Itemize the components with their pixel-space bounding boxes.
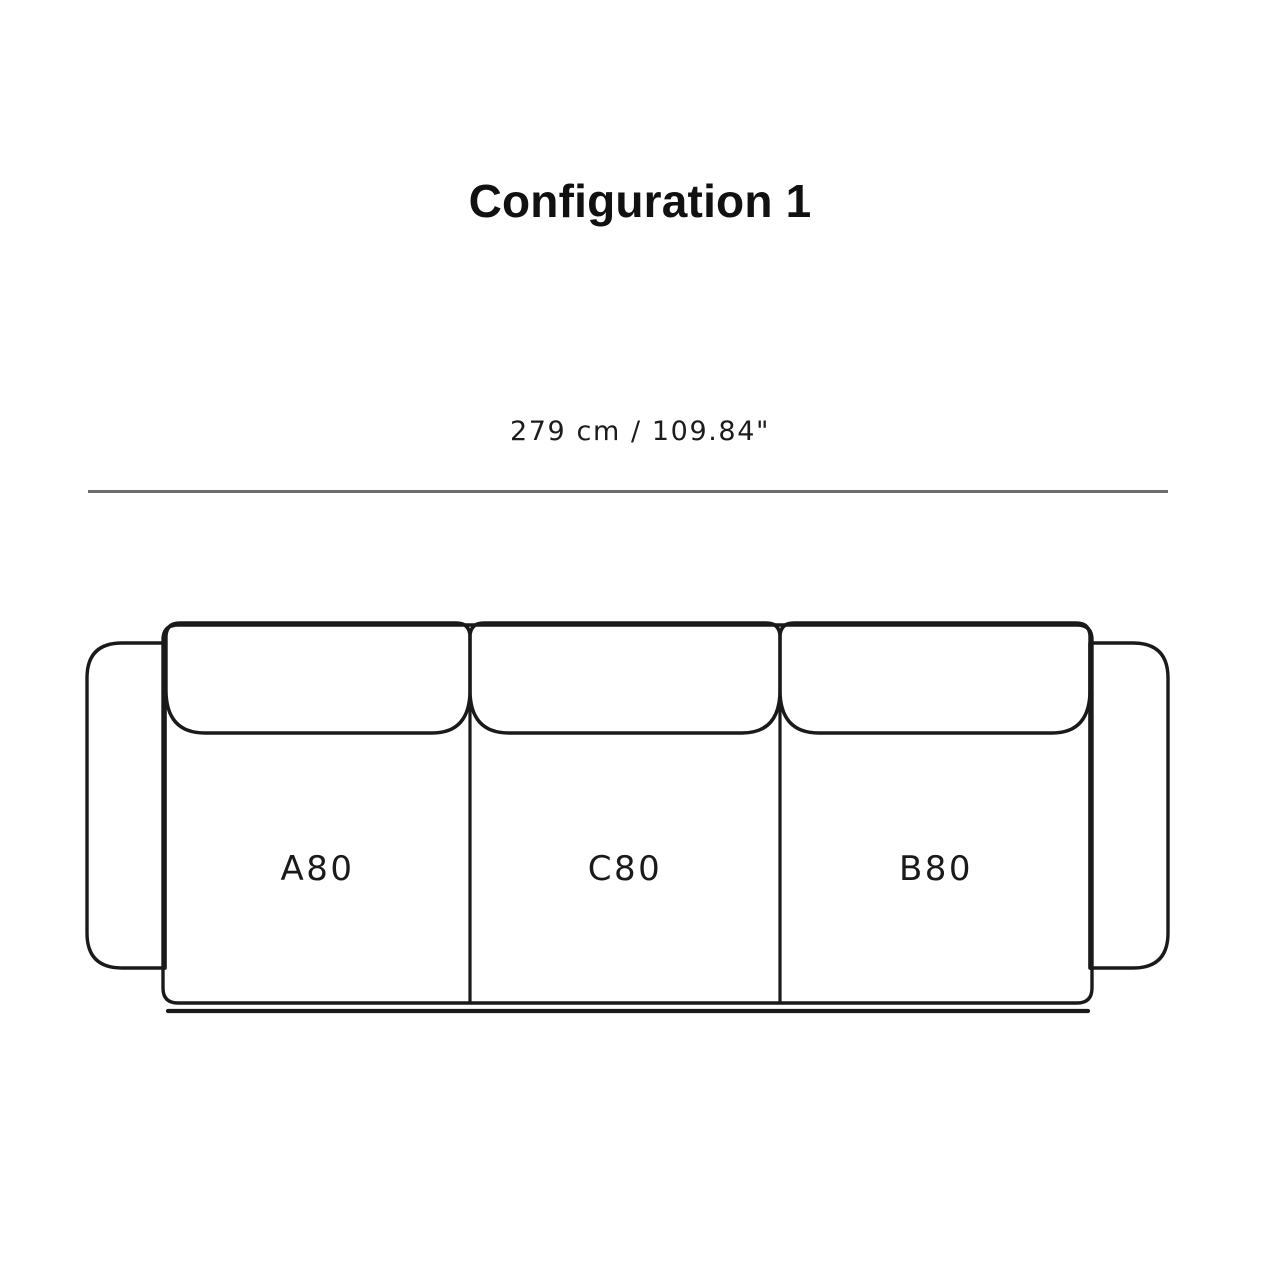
dimension-line: [88, 490, 1168, 493]
overall-width-dimension-label: 279 cm / 109.84": [509, 416, 771, 447]
backrest-cushion-left: [164, 621, 472, 735]
backrest-cushion-right: [778, 621, 1092, 735]
seat-body-outline: [161, 623, 1094, 1005]
module-label-b80: B80: [898, 849, 974, 889]
right-armrest-outline: [1088, 641, 1170, 970]
left-armrest-outline: [85, 641, 167, 970]
module-label-a80: A80: [280, 849, 355, 889]
module-label-c80: C80: [587, 849, 663, 889]
page-title: Configuration 1: [468, 175, 812, 227]
backrest-cushion-center: [468, 621, 782, 735]
